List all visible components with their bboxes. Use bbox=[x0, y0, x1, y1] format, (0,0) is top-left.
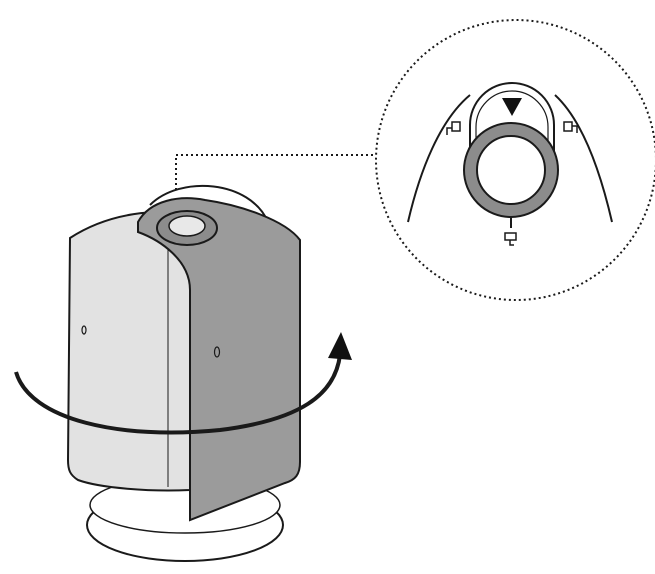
curved-arrow-icon bbox=[14, 354, 342, 435]
housing-left-edge bbox=[407, 94, 471, 223]
housing-right-edge bbox=[554, 94, 613, 223]
knob-slot bbox=[469, 82, 555, 175]
mode-left-icon bbox=[446, 121, 461, 135]
arrow-head bbox=[328, 332, 352, 360]
device-right-panel bbox=[137, 197, 301, 522]
callout-connector-line bbox=[175, 154, 376, 190]
right-panel-hole bbox=[213, 346, 221, 358]
left-panel-hole bbox=[81, 325, 87, 335]
mode-bottom-icon bbox=[504, 232, 517, 246]
device-rear-arc bbox=[149, 185, 269, 223]
knob-center bbox=[476, 135, 546, 205]
device-left-panel bbox=[66, 210, 191, 492]
top-knob-inner bbox=[168, 215, 206, 237]
triangle-down-icon bbox=[502, 98, 522, 116]
knob-slot-inner bbox=[475, 90, 549, 175]
knob-detail bbox=[407, 82, 613, 246]
mode-right-icon bbox=[563, 121, 578, 133]
